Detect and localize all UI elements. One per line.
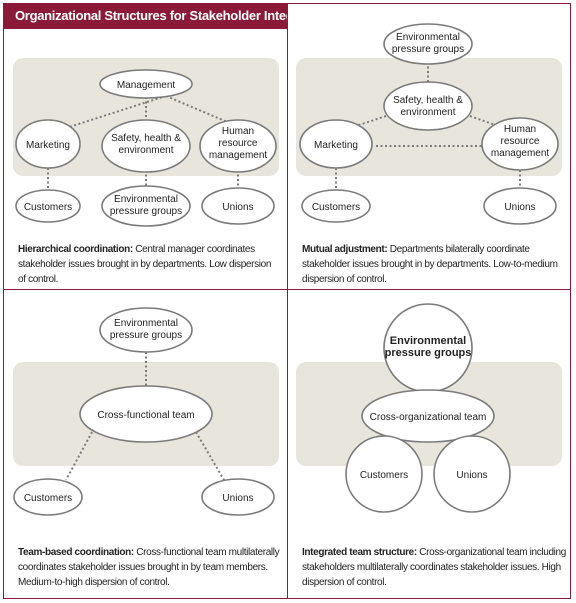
connector xyxy=(195,431,225,481)
node-unions-label: Unions xyxy=(222,202,253,213)
node-label-line: Cross-functional team xyxy=(97,410,194,421)
node-customers-label: Customers xyxy=(360,470,408,481)
caption-mutual-title: Mutual adjustment: xyxy=(302,244,388,255)
node-customers-label: Customers xyxy=(312,202,360,213)
node-unions-label: Unions xyxy=(504,202,535,213)
caption-team: Team-based coordination: Cross-functiona… xyxy=(18,545,282,590)
node-customers xyxy=(13,478,83,516)
caption-integrated-text: Cross-organizational team including stak… xyxy=(302,547,566,588)
caption-integrated: Integrated team structure: Cross-organiz… xyxy=(302,545,566,590)
caption-hierarchical-title: Hierarchical coordination: xyxy=(18,244,133,255)
node-label-line: Management xyxy=(117,80,176,91)
node-customers xyxy=(345,435,423,513)
connector xyxy=(65,431,93,481)
horizontal-divider xyxy=(3,289,571,290)
caption-mutual: Mutual adjustment: Departments bilateral… xyxy=(302,242,566,287)
node-cross-organizational-team xyxy=(361,389,495,443)
node-label-line: Safety, health & xyxy=(111,133,181,144)
node-customers xyxy=(301,189,371,223)
node-safety-health-environment xyxy=(101,119,191,173)
title-bar: Organizational Structures for Stakeholde… xyxy=(3,3,328,29)
node-team-label: Cross-organizational team xyxy=(370,412,487,423)
node-label-line: Marketing xyxy=(314,140,358,151)
node-label-line: management xyxy=(209,150,268,161)
node-management-label: Management xyxy=(117,80,176,91)
node-label-line: Unions xyxy=(456,470,487,481)
node-unions xyxy=(433,435,511,513)
node-label-line: Customers xyxy=(24,202,72,213)
node-human-resource-management xyxy=(199,119,277,173)
node-customers-label: Customers xyxy=(24,202,72,213)
node-human-resource-management xyxy=(481,117,559,171)
node-label-line: pressure groups xyxy=(385,347,472,359)
node-label-line: Marketing xyxy=(26,140,70,151)
node-label-line: management xyxy=(491,148,550,159)
node-label-line: Environmental xyxy=(390,335,466,347)
node-label-line: Environmental xyxy=(396,32,460,43)
node-label-line: Human xyxy=(222,126,254,137)
node-safety-label: Safety, health &environment xyxy=(393,95,463,118)
caption-team-title: Team-based coordination: xyxy=(18,547,134,558)
node-unions xyxy=(201,478,275,516)
node-unions xyxy=(483,187,557,225)
node-team-label: Cross-functional team xyxy=(97,410,194,421)
node-label-line: Customers xyxy=(24,493,72,504)
node-safety-label: Safety, health &environment xyxy=(111,133,181,156)
connector xyxy=(65,95,167,129)
node-environmental-pressure-groups xyxy=(99,307,193,353)
node-environmental-pressure-groups xyxy=(101,185,191,227)
node-label-line: Safety, health & xyxy=(393,95,463,106)
node-marketing-label: Marketing xyxy=(26,140,70,151)
node-label-line: pressure groups xyxy=(110,206,182,217)
node-label-line: Environmental xyxy=(114,318,178,329)
node-customers-label: Customers xyxy=(24,493,72,504)
node-unions xyxy=(201,187,275,225)
node-label-line: environment xyxy=(118,145,173,156)
node-label-line: Customers xyxy=(360,470,408,481)
node-marketing xyxy=(15,119,81,169)
node-label-line: Cross-organizational team xyxy=(370,412,487,423)
node-label-line: pressure groups xyxy=(392,44,464,55)
node-label-line: environment xyxy=(400,107,455,118)
node-label-line: Customers xyxy=(312,202,360,213)
vertical-divider xyxy=(287,3,288,599)
node-label-line: Environmental xyxy=(114,194,178,205)
caption-hierarchical: Hierarchical coordination: Central manag… xyxy=(18,242,280,287)
node-label-line: Unions xyxy=(222,493,253,504)
node-customers xyxy=(15,189,81,223)
connector xyxy=(165,95,233,125)
caption-mutual-text: Departments bilaterally coordinate stake… xyxy=(302,244,558,285)
node-unions-label: Unions xyxy=(456,470,487,481)
caption-integrated-title: Integrated team structure: xyxy=(302,547,417,558)
node-label-line: Unions xyxy=(504,202,535,213)
panel-hierarchical: Management Marketing Safety, health &env… xyxy=(13,58,279,227)
caption-hierarchical-text: Central manager coordinates stakeholder … xyxy=(18,244,272,285)
node-safety-health-environment xyxy=(383,81,473,131)
node-marketing xyxy=(299,119,373,169)
node-unions-label: Unions xyxy=(222,493,253,504)
node-label-line: pressure groups xyxy=(110,330,182,341)
node-marketing-label: Marketing xyxy=(314,140,358,151)
node-label-line: resource xyxy=(219,138,258,149)
node-environmental-pressure-groups xyxy=(383,23,473,65)
caption-team-text: Cross-functional team multilaterally coo… xyxy=(18,547,280,588)
node-label-line: resource xyxy=(501,136,540,147)
node-management xyxy=(99,69,193,99)
connector xyxy=(469,115,499,127)
node-label-line: Unions xyxy=(222,202,253,213)
node-cross-functional-team xyxy=(79,385,213,443)
node-label-line: Human xyxy=(504,124,536,135)
figure-title: Organizational Structures for Stakeholde… xyxy=(15,8,328,23)
